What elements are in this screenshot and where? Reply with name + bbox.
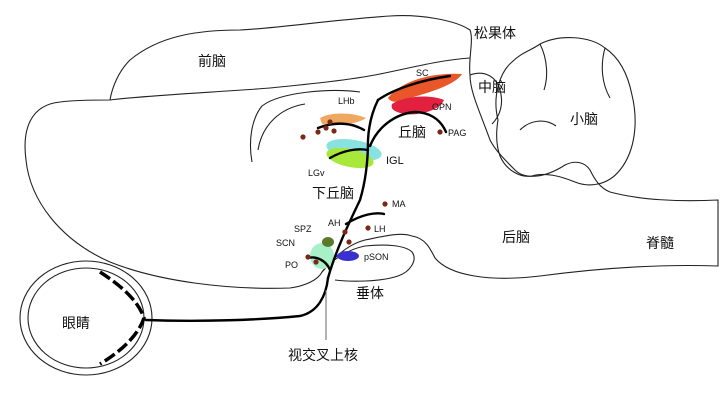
scn-region	[310, 243, 334, 269]
label-lhb: LHb	[338, 96, 355, 106]
forebrain-fold	[109, 57, 471, 101]
dot-ah-1	[342, 229, 348, 235]
label-hypothalamus: 下丘脑	[312, 186, 354, 202]
label-midbrain: 中脑	[478, 80, 506, 96]
label-hindbrain: 后脑	[502, 230, 530, 246]
tract-to-ma	[344, 212, 386, 226]
label-scn-full: 视交叉上核	[288, 347, 358, 364]
label-igl: IGL	[386, 155, 404, 167]
tract-to-lgn	[328, 148, 370, 160]
dot-2	[315, 129, 321, 135]
cortex-inner-curve-2	[257, 103, 306, 151]
retina	[99, 270, 146, 366]
label-sc: SC	[416, 68, 429, 78]
label-pag: PAG	[448, 128, 466, 138]
tract-main-ascending	[326, 98, 380, 280]
label-ma: MA	[392, 199, 406, 209]
dot-3	[323, 125, 329, 131]
sc-region	[388, 73, 462, 102]
cerebellum-outline	[495, 37, 636, 186]
dot-4	[331, 128, 337, 134]
label-lh: LH	[374, 224, 386, 234]
label-forebrain: 前脑	[198, 53, 226, 70]
dot-ah-2	[346, 239, 352, 245]
label-po: PO	[285, 260, 298, 270]
label-lgv: LGv	[308, 168, 325, 178]
brain-outline	[24, 15, 719, 289]
optic-nerve	[144, 276, 330, 322]
label-eye: 眼睛	[62, 316, 90, 332]
label-cerebellum: 小脑	[570, 112, 598, 128]
midbrain-bump	[469, 72, 503, 125]
label-scn: SCN	[276, 238, 295, 248]
label-spz: SPZ	[294, 224, 312, 234]
dot-po-1	[305, 254, 311, 260]
pson-region	[337, 251, 359, 261]
tract-to-pretectal	[368, 110, 448, 148]
label-thalamus: 丘脑	[398, 125, 426, 141]
dot-lh	[365, 225, 371, 231]
tract-to-lhb	[316, 122, 366, 132]
spz-region	[322, 237, 334, 247]
dot-5	[327, 119, 333, 125]
label-pituitary: 垂体	[356, 286, 384, 302]
dot-ma	[382, 201, 388, 207]
dot-po-2	[313, 259, 319, 265]
label-opn: OPN	[432, 102, 452, 112]
opn-region	[391, 96, 444, 115]
tract-to-sc	[376, 74, 452, 102]
dot-1	[300, 134, 306, 140]
label-spinal-cord: 脊髓	[646, 236, 674, 252]
eye-outline	[19, 260, 153, 376]
label-pineal: 松果体	[474, 26, 516, 42]
pituitary-outline	[321, 244, 415, 282]
label-ah: AH	[328, 218, 341, 228]
dot-pag	[437, 129, 443, 135]
cerebellum-fold	[519, 43, 611, 131]
cortex-inner-curve	[249, 90, 361, 163]
label-pson: pSON	[364, 252, 389, 262]
